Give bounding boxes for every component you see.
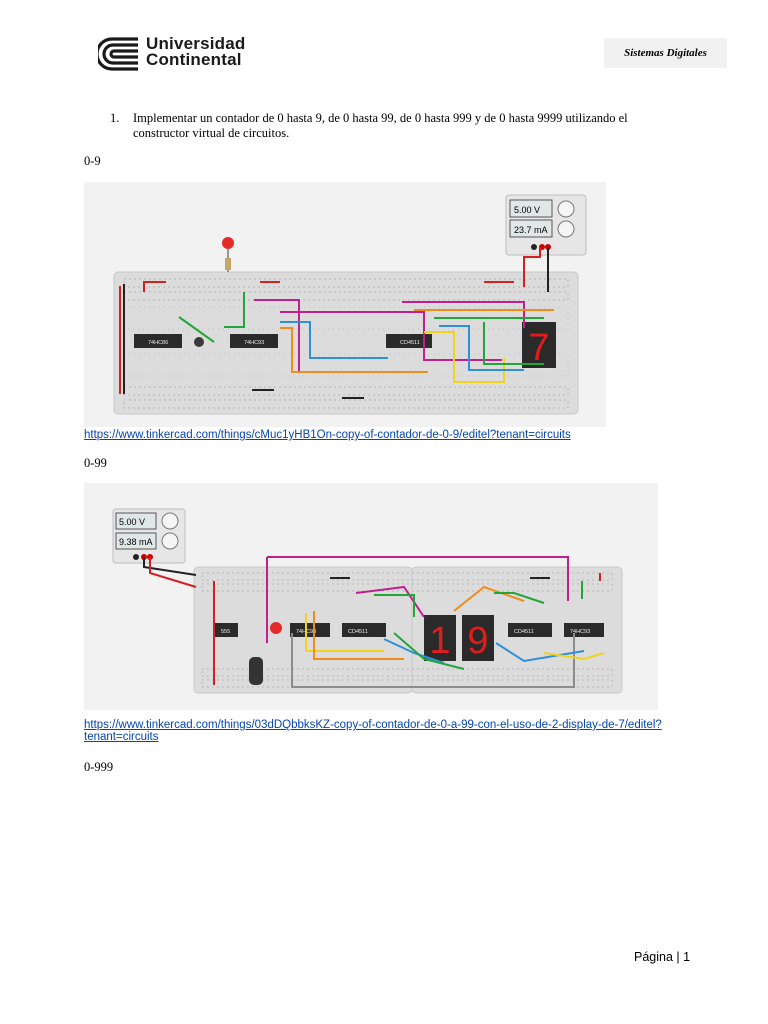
psu-voltage: 5.00 V: [119, 517, 145, 527]
section-label-0-9: 0-9: [84, 154, 101, 168]
circuit-diagram-0-99: 5.00 V 9.38 mA 555 74HC93 CD4511 CD4511 …: [84, 483, 658, 710]
chip-label: CD4511: [514, 629, 534, 635]
course-title: Sistemas Digitales: [604, 38, 727, 68]
link-line2[interactable]: tenant=circuits: [84, 731, 159, 743]
chip-label: 555: [221, 629, 230, 635]
page-label: Página: [634, 950, 673, 964]
tinkercad-link-0-9[interactable]: https://www.tinkercad.com/things/cMuc1yH…: [84, 429, 571, 441]
circuit-image-0-9: 5.00 V 23.7 mA 74HC86 74HC93 CD4511 7: [84, 182, 606, 427]
psu-voltage: 5.00 V: [514, 205, 540, 215]
chip-label: CD4511: [348, 629, 368, 635]
tinkercad-link-0-99[interactable]: https://www.tinkercad.com/things/03dDQbb…: [84, 719, 662, 743]
chip-label: 74HC86: [148, 340, 168, 346]
circuit-image-0-99: 5.00 V 9.38 mA 555 74HC93 CD4511 CD4511 …: [84, 483, 658, 710]
chip-label: 74HC93: [570, 629, 590, 635]
chip-label: 74HC93: [244, 340, 264, 346]
seven-seg-digit: 9: [467, 620, 488, 662]
logo-line1: Universidad: [146, 34, 246, 53]
page-footer: Página | 1: [634, 950, 690, 964]
logo-line2: Continental: [146, 50, 242, 69]
chip-label: CD4511: [400, 340, 420, 346]
psu-current: 9.38 mA: [119, 537, 153, 547]
psu-current: 23.7 mA: [514, 225, 548, 235]
circuit-diagram-0-9: 5.00 V 23.7 mA 74HC86 74HC93 CD4511 7: [84, 182, 606, 427]
page-separator: |: [676, 950, 680, 964]
university-logo: [98, 37, 138, 71]
section-label-0-99: 0-99: [84, 456, 107, 470]
logo-wordmark: Universidad Continental: [146, 34, 246, 69]
link-line1[interactable]: https://www.tinkercad.com/things/03dDQbb…: [84, 719, 662, 731]
seven-seg-digit: 1: [429, 620, 450, 662]
page-number: 1: [683, 950, 691, 964]
seven-seg-digit: 7: [528, 327, 549, 369]
task-number: 1.: [110, 111, 120, 125]
section-label-0-999: 0-999: [84, 760, 114, 774]
task-text: Implementar un contador de 0 hasta 9, de…: [133, 111, 628, 140]
